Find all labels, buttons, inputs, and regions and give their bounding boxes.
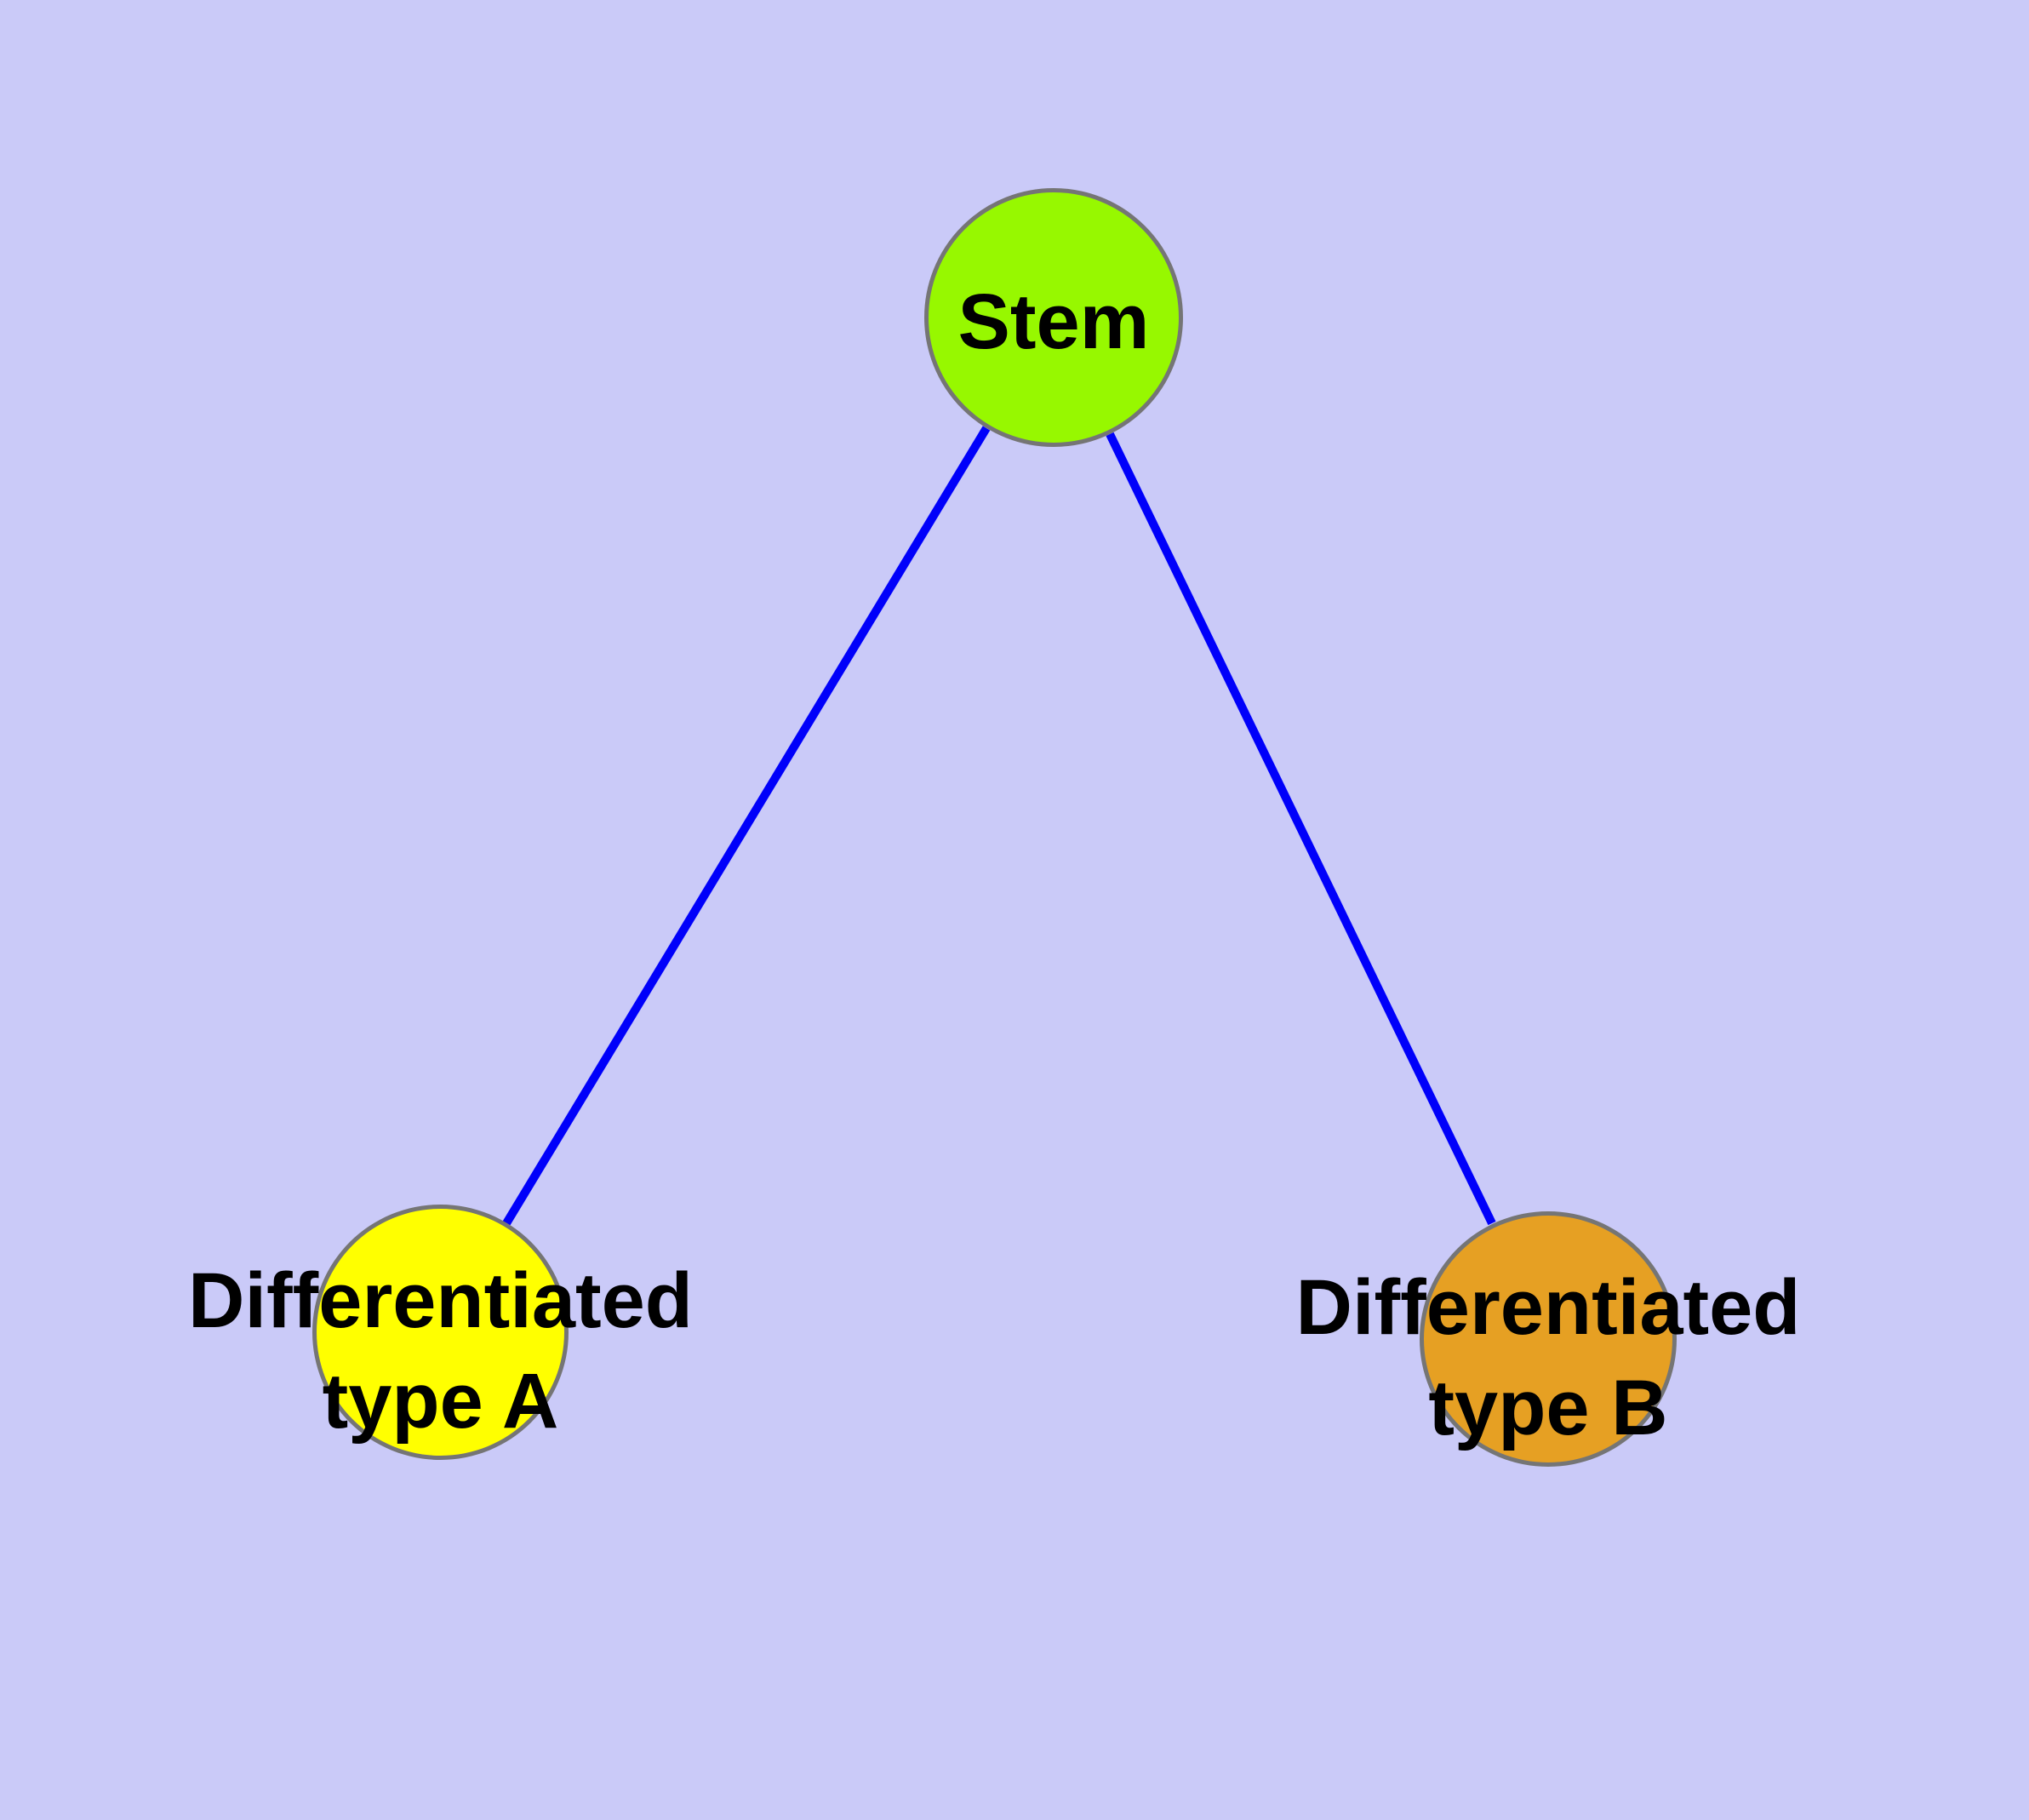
node-differentiated-type-b: Differentiated type B bbox=[1296, 1211, 1800, 1467]
edge-stem-to-type-a bbox=[502, 426, 991, 1226]
node-differentiated-type-a: Differentiated type A bbox=[188, 1205, 693, 1460]
node-stem-label: Stem bbox=[957, 278, 1150, 365]
node-differentiated-type-a-label: Differentiated type A bbox=[188, 1257, 693, 1445]
node-stem: Stem bbox=[924, 188, 1183, 447]
node-differentiated-type-b-label: Differentiated type B bbox=[1295, 1264, 1801, 1451]
edge-stem-to-type-b bbox=[1106, 432, 1496, 1226]
